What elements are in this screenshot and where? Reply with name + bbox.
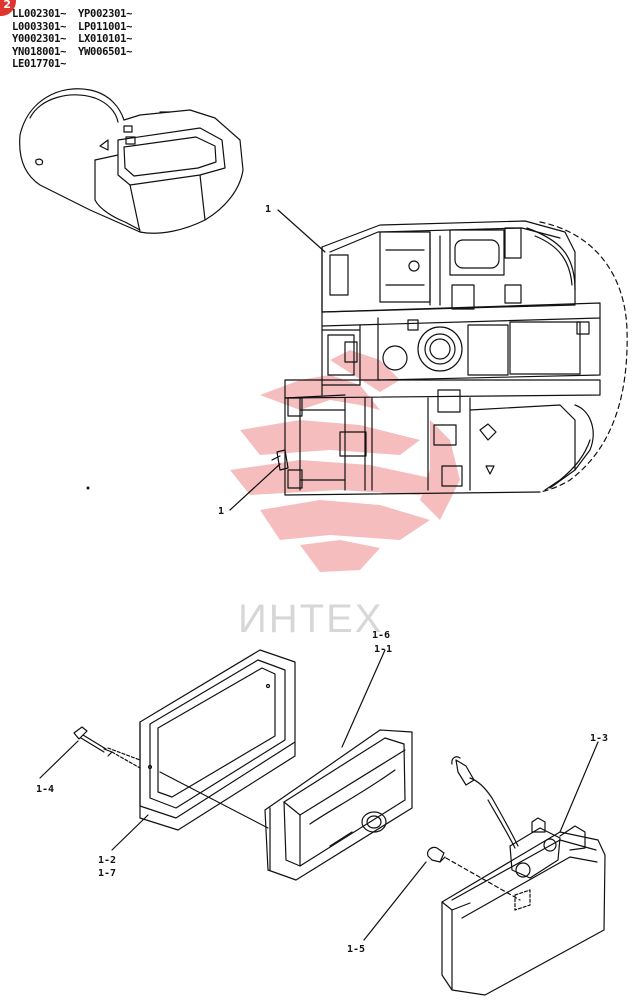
callout-bezel-b: 1-7	[98, 868, 116, 879]
callout-leader	[559, 741, 599, 833]
lens-housing-part	[264, 729, 413, 881]
callout-frame-top: 1	[265, 204, 271, 215]
callout-bolt: 1-4	[36, 784, 54, 795]
serial-range: LP011001~	[78, 20, 133, 33]
watermark-text: ИНТЕХ	[238, 597, 383, 641]
callout-leader	[363, 861, 427, 941]
alignment-line	[107, 747, 141, 761]
callout-lamp: 1-3	[590, 733, 608, 744]
serial-range: YN018001~	[12, 45, 67, 58]
machine-overview-icon	[19, 88, 244, 234]
bulb-part	[427, 846, 521, 901]
callout-bezel-a: 1-2	[98, 855, 116, 866]
bolt-part	[73, 726, 141, 769]
serial-range: YP002301~	[78, 8, 133, 20]
callout-leader	[39, 740, 79, 779]
callout-leader	[277, 209, 326, 253]
callout-frame-bottom: 1	[218, 506, 224, 517]
upper-frame-assembly	[271, 220, 628, 496]
callout-lens-a: 1-6	[372, 630, 390, 641]
bezel-frame-part	[139, 649, 296, 831]
serial-range: Y0002301~	[12, 33, 67, 45]
callout-lens-b: 1-1	[374, 644, 392, 655]
serial-range: LL002301~	[12, 8, 67, 20]
watermark-logo	[230, 350, 460, 572]
serial-range: LX010101~	[78, 33, 133, 45]
callout-leader	[229, 463, 281, 511]
callout-leader	[341, 649, 386, 748]
alignment-line	[159, 771, 269, 829]
callout-leader	[111, 814, 149, 851]
work-lamp-part	[441, 756, 606, 996]
serial-range-list: LL002301~ YP002301~ L0003301~ LP011001~ …	[12, 8, 148, 71]
serial-range: LE017701~	[12, 58, 67, 70]
callout-bulb: 1-5	[347, 944, 365, 955]
serial-range: YW006501~	[78, 45, 133, 58]
serial-range: L0003301~	[12, 20, 67, 33]
stray-mark	[86, 486, 90, 490]
